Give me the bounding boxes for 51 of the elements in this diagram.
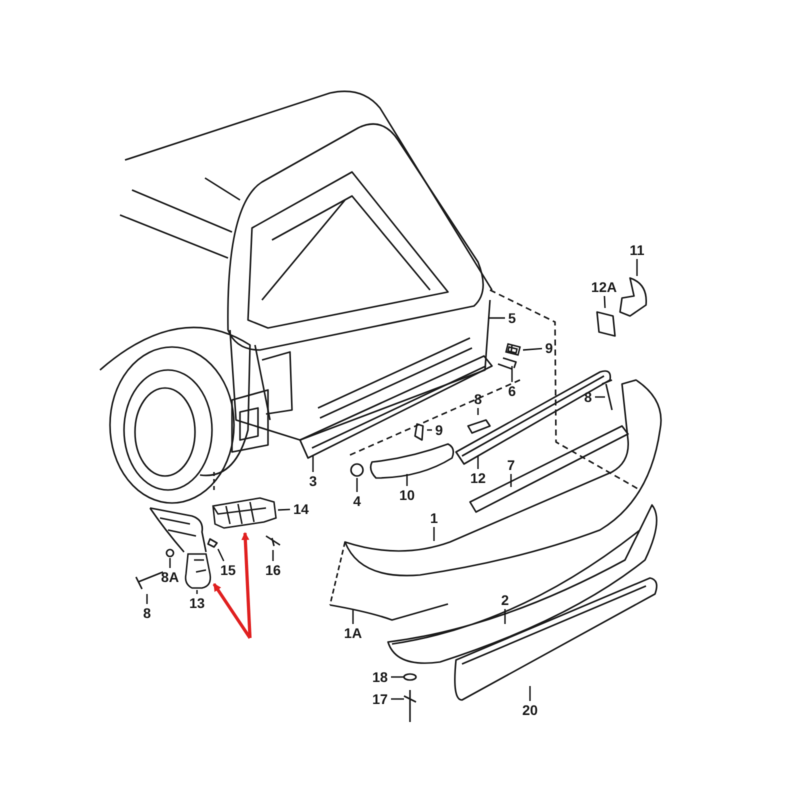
bracket-drawing	[182, 552, 214, 590]
arrow	[241, 532, 252, 638]
leader-line	[217, 548, 224, 562]
callout-number: 10	[399, 488, 415, 502]
leader-line	[406, 474, 408, 486]
callout-number: 11	[630, 243, 644, 257]
leader-line	[433, 527, 435, 541]
leader-line	[636, 259, 638, 276]
callout-number: 9	[545, 341, 553, 355]
clip-drawing	[505, 342, 523, 357]
leader-line	[511, 366, 513, 382]
leader-line	[278, 508, 290, 511]
leader-line	[312, 456, 314, 472]
callout-number: 12A	[591, 280, 617, 294]
leader-line	[391, 698, 404, 700]
callout-number: 14	[293, 502, 309, 516]
callout-number: 2	[501, 593, 509, 607]
callout-number: 20	[522, 703, 538, 717]
leader-line	[595, 396, 605, 398]
leader-line	[169, 558, 171, 568]
callout-number: 5	[508, 311, 516, 325]
leader-line	[427, 429, 432, 431]
leader-line	[504, 609, 506, 624]
leader-line	[272, 550, 274, 561]
callout-number: 9	[435, 423, 443, 437]
callout-number: 1	[430, 511, 438, 525]
leader-line	[146, 594, 148, 604]
arrow	[212, 583, 252, 639]
callout-number: 13	[189, 596, 205, 610]
leader-line	[604, 296, 606, 308]
callout-number: 17	[372, 692, 388, 706]
leader-line	[391, 676, 404, 678]
leader-line	[352, 610, 354, 624]
callout-number: 12	[470, 471, 486, 485]
callout-number: 1A	[344, 626, 362, 640]
callout-number: 3	[309, 474, 317, 488]
leader-line	[510, 474, 512, 487]
callout-number: 4	[353, 494, 361, 508]
leader-line	[477, 408, 479, 415]
leader-line	[356, 478, 358, 492]
callout-number: 8	[143, 606, 151, 620]
leader-line	[488, 317, 505, 319]
callout-number: 8A	[161, 570, 179, 584]
leader-line	[529, 686, 531, 701]
callout-number: 7	[507, 458, 515, 472]
callout-number: 18	[372, 670, 388, 684]
leader-line	[522, 348, 542, 351]
callout-number: 16	[265, 563, 281, 577]
leader-line	[477, 456, 479, 469]
callout-number: 15	[220, 563, 236, 577]
callout-number: 6	[508, 384, 516, 398]
